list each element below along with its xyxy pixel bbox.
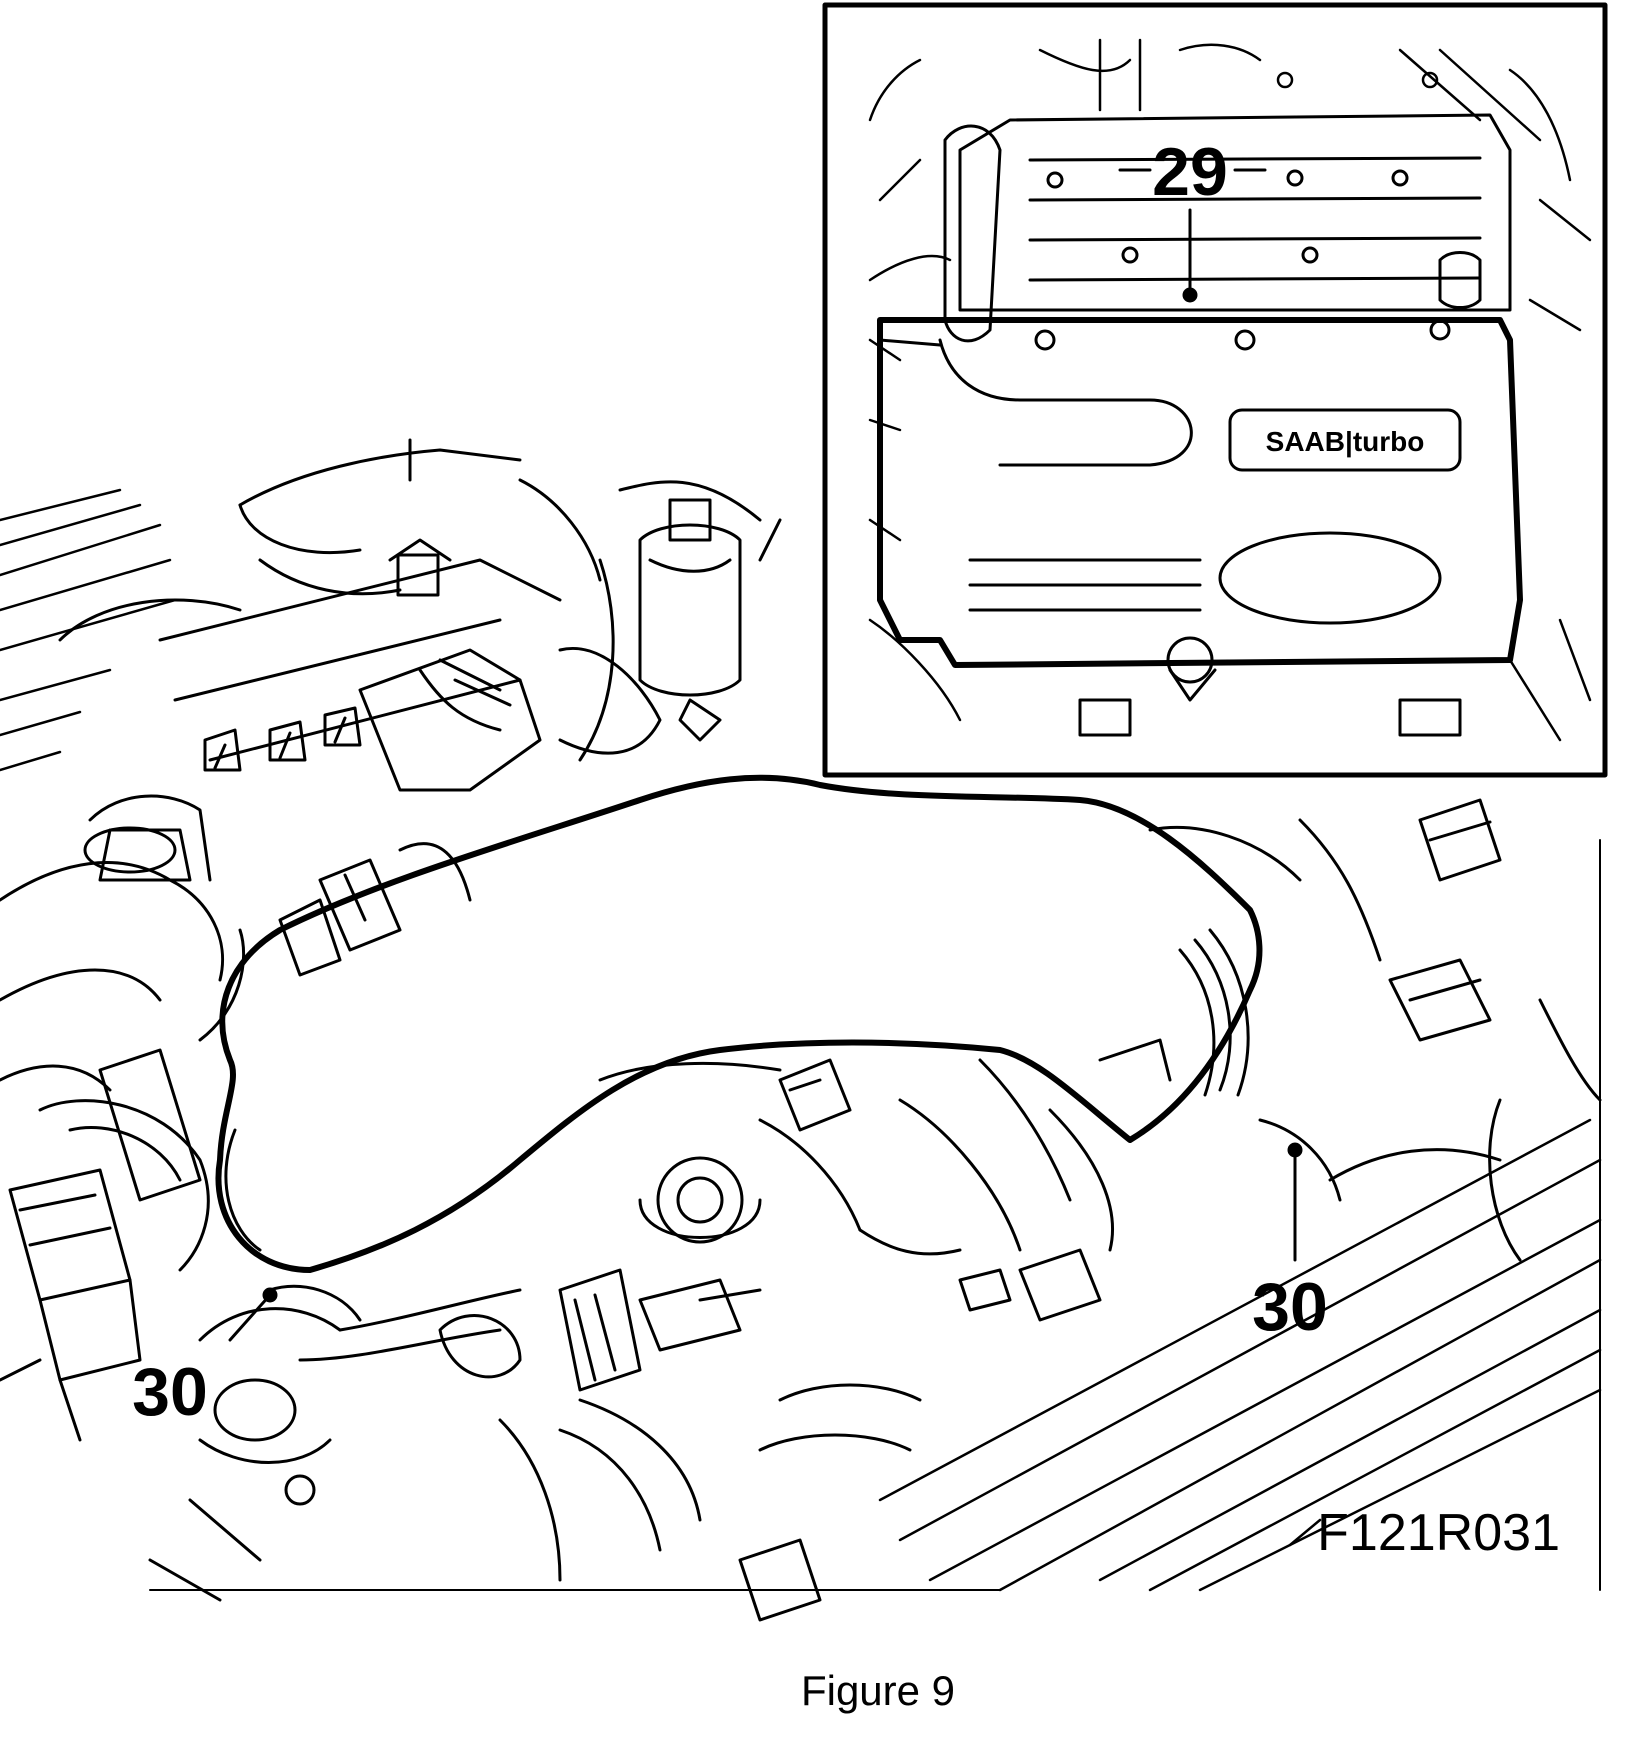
figure-caption: Figure 9 bbox=[801, 1667, 955, 1714]
figure-code: F121R031 bbox=[1317, 1504, 1560, 1562]
inset-oil-cap-recess bbox=[1218, 531, 1442, 625]
inset-logo-text: SAAB|turbo bbox=[1266, 426, 1425, 457]
cylinder-head bbox=[58, 438, 562, 762]
right-side-components bbox=[958, 798, 1602, 1322]
upper-right-components bbox=[518, 478, 782, 762]
engine-bay-drawing bbox=[0, 438, 1602, 1622]
ignition-connectors bbox=[203, 648, 542, 792]
scene-edges bbox=[149, 839, 1601, 1591]
inset-detail bbox=[822, 2, 1608, 778]
inset-engine-cover bbox=[877, 317, 1523, 737]
intake-hose bbox=[215, 774, 1263, 1273]
lower-left-pipes bbox=[148, 1284, 522, 1602]
frame-rails bbox=[878, 1118, 1602, 1592]
callout-29-label: 29 bbox=[1152, 134, 1228, 210]
lower-middle-components bbox=[438, 1268, 922, 1622]
inset-background-parts bbox=[868, 38, 1592, 742]
inset-logo-plate bbox=[1228, 408, 1462, 472]
connector-block-left bbox=[0, 1048, 202, 1442]
left-hoses bbox=[0, 794, 246, 1272]
callout-30-left-label: 30 bbox=[132, 1354, 208, 1430]
inset-frame bbox=[822, 2, 1608, 778]
inset-cam-cover bbox=[943, 113, 1512, 343]
callout-30-right-label: 30 bbox=[1252, 1269, 1328, 1345]
body-panel-lines bbox=[0, 488, 177, 772]
callout-30-right-leader bbox=[1287, 1142, 1303, 1262]
throttle-area bbox=[638, 1038, 1172, 1256]
callout-30-left-leader bbox=[228, 1287, 278, 1342]
figure-code-tick bbox=[1288, 1518, 1322, 1547]
callout-29-leader bbox=[1118, 168, 1267, 303]
